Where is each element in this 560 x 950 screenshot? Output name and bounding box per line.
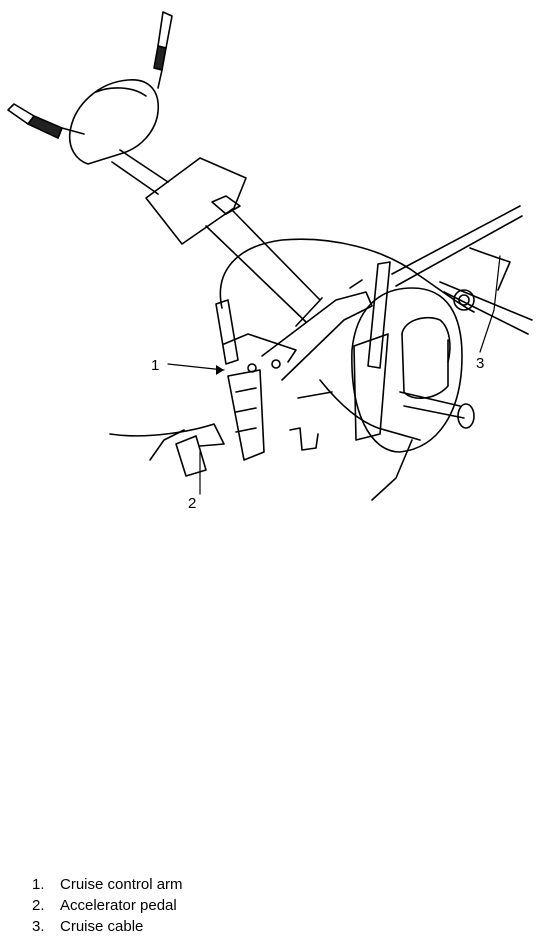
cruise-control-diagram: 1 2 3 xyxy=(7,11,533,512)
accelerator-pedal xyxy=(175,435,207,477)
legend-item-label: Accelerator pedal xyxy=(60,897,177,914)
callout-1-leader xyxy=(167,363,225,371)
cruise-control-arm xyxy=(215,291,373,461)
cruise-cable xyxy=(219,238,475,313)
wiper-stalk-left xyxy=(7,103,85,139)
legend-item-label: Cruise cable xyxy=(60,918,144,935)
parts-legend: 1. Cruise control arm 2. Accelerator pedal… xyxy=(32,874,183,937)
steering-column xyxy=(111,149,323,327)
brake-pedal-arm xyxy=(349,261,391,369)
legend-item-number: 1. xyxy=(32,876,45,893)
legend-item: 2. Accelerator pedal xyxy=(32,895,183,916)
callout-3-label: 3 xyxy=(476,355,484,372)
callout-3-leader xyxy=(479,255,501,353)
turn-signal-stalk-upper xyxy=(153,11,173,89)
legend-item: 3. Cruise cable xyxy=(32,916,183,937)
legend-item-number: 2. xyxy=(32,897,45,914)
combination-switch-housing xyxy=(68,79,159,165)
callout-1-label: 1 xyxy=(151,357,159,374)
legend-item-number: 3. xyxy=(32,918,45,935)
callout-2-label: 2 xyxy=(188,495,196,512)
legend-item: 1. Cruise control arm xyxy=(32,874,183,895)
brake-booster xyxy=(351,287,475,453)
legend-item-label: Cruise control arm xyxy=(60,876,183,893)
